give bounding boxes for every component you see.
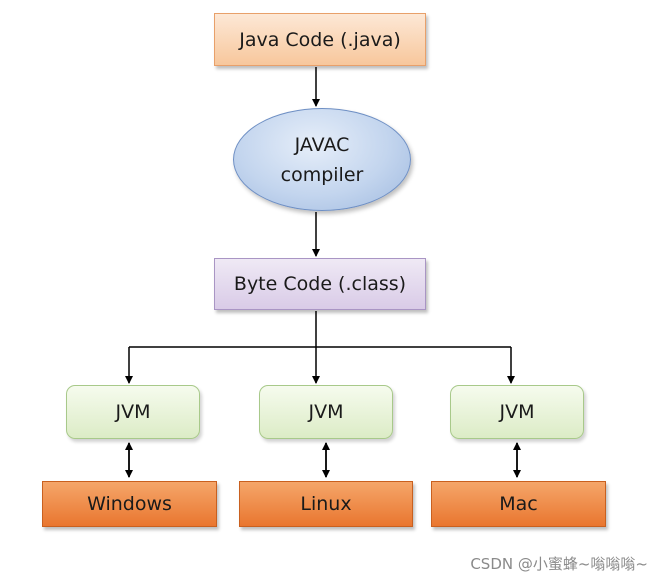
jvm-box-mac: JVM <box>450 385 584 439</box>
platform-label-mac: Mac <box>499 493 538 515</box>
compiler-label-line2: compiler <box>280 163 364 186</box>
platform-box-linux: Linux <box>239 481 413 527</box>
jvm-label: JVM <box>115 401 151 423</box>
watermark: CSDN @小蜜蜂~嗡嗡嗡~ <box>470 555 648 573</box>
compiler-label-line1: JAVAC <box>294 133 350 156</box>
jvm-box-linux: JVM <box>259 385 393 439</box>
bytecode-label: Byte Code (.class) <box>233 273 407 295</box>
java-source-box: Java Code (.java) <box>214 13 426 66</box>
platform-label-linux: Linux <box>300 493 352 515</box>
platform-label-windows: Windows <box>87 493 172 515</box>
platform-box-windows: Windows <box>42 481 217 527</box>
java-source-label: Java Code (.java) <box>239 28 401 51</box>
bytecode-box: Byte Code (.class) <box>214 258 426 310</box>
jvm-label: JVM <box>499 401 535 423</box>
jvm-box-windows: JVM <box>66 385 200 439</box>
platform-box-mac: Mac <box>431 481 606 527</box>
jvm-label: JVM <box>308 401 344 423</box>
javac-compiler-ellipse: JAVAC compiler <box>233 108 411 211</box>
